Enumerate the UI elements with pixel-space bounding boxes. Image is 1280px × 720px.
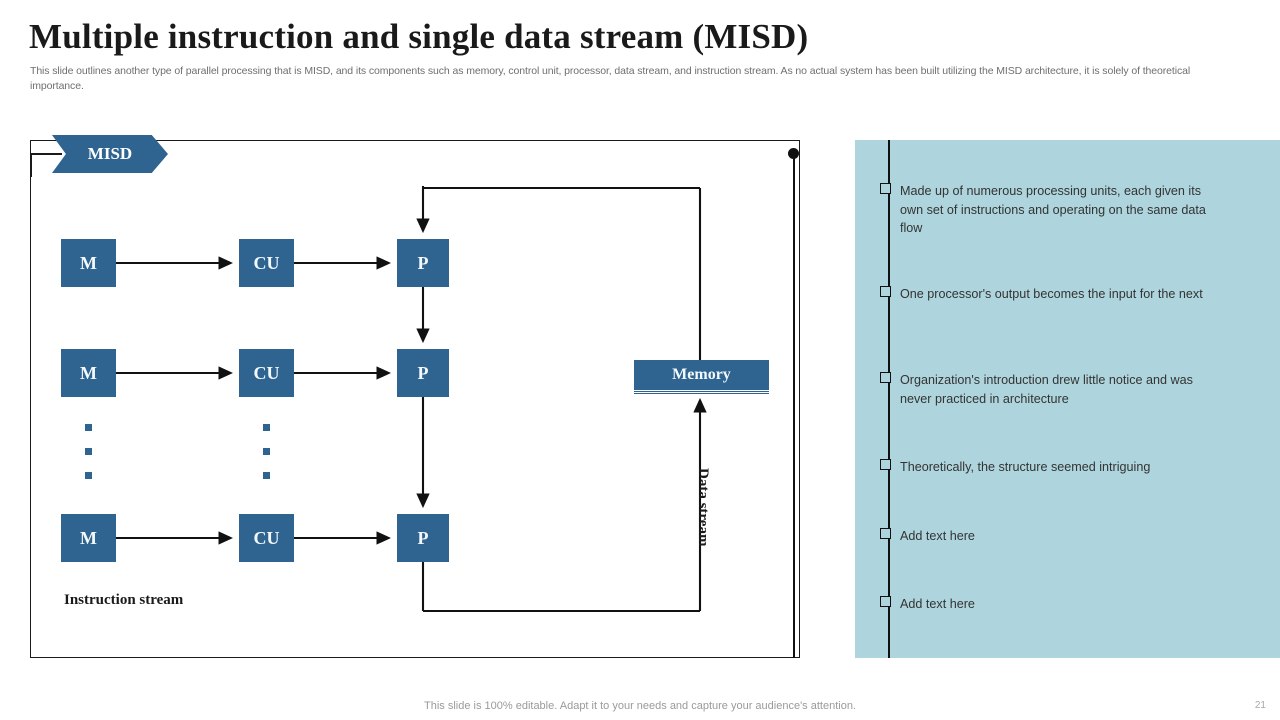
- node-label: P: [417, 527, 429, 548]
- list-item[interactable]: One processor's output becomes the input…: [880, 285, 1220, 304]
- misd-banner-label: MISD: [87, 144, 133, 163]
- ellipsis-dots-memory-column: [85, 424, 92, 496]
- node-memory-1[interactable]: M: [61, 239, 116, 287]
- ellipsis-dots-control-unit-column: [263, 424, 270, 496]
- list-item-text: Theoretically, the structure seemed intr…: [900, 460, 1151, 474]
- square-bullet-icon: [880, 183, 891, 194]
- banner-connector-vertical: [30, 153, 32, 177]
- node-memory-2[interactable]: M: [61, 349, 116, 397]
- ellipsis-dot: [263, 448, 270, 455]
- list-item-text: Made up of numerous processing units, ea…: [900, 184, 1206, 236]
- node-label: M: [80, 252, 97, 273]
- list-item[interactable]: Add text here: [880, 595, 1220, 614]
- node-label: M: [80, 527, 97, 548]
- list-item[interactable]: Theoretically, the structure seemed intr…: [880, 458, 1220, 477]
- misd-banner[interactable]: MISD: [52, 135, 168, 173]
- square-bullet-icon: [880, 459, 891, 470]
- node-control-unit-1[interactable]: CU: [239, 239, 294, 287]
- footer-note: This slide is 100% editable. Adapt it to…: [424, 700, 856, 712]
- list-item-text: Add text here: [900, 597, 975, 611]
- ellipsis-dot: [85, 424, 92, 431]
- node-memory-3[interactable]: M: [61, 514, 116, 562]
- node-control-unit-2[interactable]: CU: [239, 349, 294, 397]
- memory-block-underline: [634, 391, 769, 394]
- node-label: CU: [253, 252, 280, 273]
- ellipsis-dot: [263, 472, 270, 479]
- node-processor-1[interactable]: P: [397, 239, 449, 287]
- anchor-divider-line: [793, 158, 795, 658]
- list-item[interactable]: Add text here: [880, 527, 1220, 546]
- list-item[interactable]: Organization's introduction drew little …: [880, 371, 1220, 408]
- panel-vertical-rail: [888, 140, 890, 658]
- node-label: P: [417, 362, 429, 383]
- node-label: M: [80, 362, 97, 383]
- square-bullet-icon: [880, 372, 891, 383]
- node-processor-2[interactable]: P: [397, 349, 449, 397]
- page-number: 21: [1254, 700, 1266, 711]
- side-panel: [855, 140, 1280, 658]
- node-label: CU: [253, 527, 280, 548]
- ellipsis-dot: [85, 448, 92, 455]
- data-stream-label: Data stream: [695, 468, 711, 547]
- page-title: Multiple instruction and single data str…: [29, 17, 809, 56]
- node-label: P: [417, 252, 429, 273]
- square-bullet-icon: [880, 596, 891, 607]
- memory-block-label: Memory: [672, 366, 731, 383]
- memory-block[interactable]: Memory: [634, 360, 769, 390]
- list-item[interactable]: Made up of numerous processing units, ea…: [880, 182, 1220, 238]
- instruction-stream-label: Instruction stream: [64, 592, 184, 608]
- list-item-text: Organization's introduction drew little …: [900, 373, 1193, 406]
- diagram-frame: [30, 140, 800, 658]
- square-bullet-icon: [880, 528, 891, 539]
- banner-connector-horizontal: [30, 153, 62, 155]
- list-item-text: One processor's output becomes the input…: [900, 287, 1203, 301]
- square-bullet-icon: [880, 286, 891, 297]
- anchor-dot-icon: [788, 148, 799, 159]
- ellipsis-dot: [263, 424, 270, 431]
- node-label: CU: [253, 362, 280, 383]
- node-control-unit-3[interactable]: CU: [239, 514, 294, 562]
- list-item-text: Add text here: [900, 529, 975, 543]
- page-subtitle: This slide outlines another type of para…: [30, 65, 1191, 92]
- node-processor-3[interactable]: P: [397, 514, 449, 562]
- ellipsis-dot: [85, 472, 92, 479]
